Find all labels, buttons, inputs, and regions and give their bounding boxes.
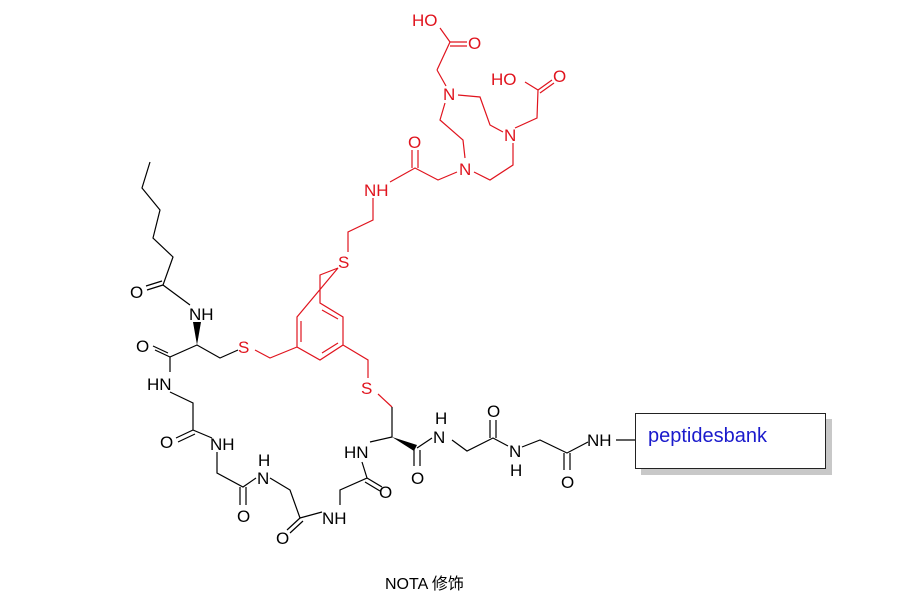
resin-label-box: peptidesbank [635, 413, 826, 469]
peptide-backbone: O NH O HN O NH O N H O NH O HN O N H O N… [130, 161, 635, 548]
amide-nh-label: NH [189, 305, 214, 324]
figure-caption: NOTA 修饰 [385, 576, 464, 593]
oxygen-label: O [160, 433, 173, 452]
nota-bonds [254, 27, 539, 408]
oxygen-label: O [276, 529, 289, 548]
oxygen-label: O [136, 337, 149, 356]
hydrogen-label: H [258, 451, 270, 470]
oxygen-label: O [411, 469, 424, 488]
peptide-double-bonds [145, 280, 571, 534]
hydroxyl-label: HO [412, 11, 438, 30]
hydroxyl-label: HO [491, 70, 517, 89]
nitrogen-label: N [504, 126, 516, 145]
nitrogen-label: N [257, 469, 269, 488]
amide-nh-label: NH [210, 435, 235, 454]
amide-nh-label: HN [147, 375, 172, 394]
nitrogen-label: N [433, 428, 445, 447]
amide-nh-label: NH [322, 509, 347, 528]
amide-nh-label: NH [364, 181, 389, 200]
amide-nh-label: NH [587, 431, 612, 450]
nitrogen-label: N [443, 85, 455, 104]
oxygen-label: O [130, 283, 143, 302]
oxygen-label: O [468, 34, 481, 53]
wedge-bond [193, 322, 201, 345]
nota-double-bonds [300, 41, 555, 354]
nitrogen-label: N [509, 442, 521, 461]
oxygen-label: O [487, 402, 500, 421]
oxygen-label: O [408, 133, 421, 152]
hydrogen-label: H [435, 409, 447, 428]
oxygen-label: O [561, 473, 574, 492]
resin-label: peptidesbank [648, 425, 767, 447]
wedge-bond [392, 437, 417, 451]
oxygen-label: O [553, 67, 566, 86]
nitrogen-label: N [459, 160, 471, 179]
sulfur-label: S [338, 253, 349, 272]
amide-nh-label: HN [344, 443, 369, 462]
sulfur-label: S [238, 338, 249, 357]
peptide-bonds [141, 161, 635, 519]
oxygen-label: O [379, 483, 392, 502]
sulfur-label: S [361, 379, 372, 398]
oxygen-label: O [237, 507, 250, 526]
nota-chelator: HO O N HO O N N O NH S S S [238, 11, 566, 408]
hydrogen-label: H [510, 461, 522, 480]
